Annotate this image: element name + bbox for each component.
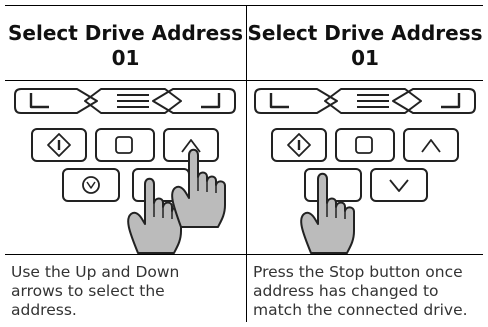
column-1-keypad-illustration xyxy=(5,81,246,254)
reset-button xyxy=(63,169,119,201)
column-1-description-line-3: address. xyxy=(11,301,243,320)
reset-icon xyxy=(83,177,99,193)
left-soft-key-icon xyxy=(31,93,49,107)
column-2-address: 01 xyxy=(351,46,379,71)
column-1-title: Select Drive Address xyxy=(8,21,243,46)
table-border-top xyxy=(5,5,483,6)
menu-icon xyxy=(357,95,389,107)
menu-icon xyxy=(117,95,149,107)
right-soft-key-button xyxy=(393,89,475,113)
up-button xyxy=(404,129,458,161)
column-1-header: Select Drive Address 01 xyxy=(5,11,246,81)
right-soft-key-icon xyxy=(201,93,219,107)
column-1-address: 01 xyxy=(112,46,140,71)
right-soft-key-icon xyxy=(441,93,459,107)
column-1-description-line-2: arrows to select the xyxy=(11,282,243,301)
column-2-header: Select Drive Address 01 xyxy=(247,11,483,81)
column-2-description-line-2: address has changed to xyxy=(253,282,483,301)
up-arrow-icon xyxy=(422,140,440,152)
stop-icon xyxy=(116,137,132,153)
column-2-description-line-3: match the connected drive. xyxy=(253,301,483,320)
down-button xyxy=(371,169,427,201)
column-2-title: Select Drive Address xyxy=(248,21,483,46)
column-2-description: Press the Stop button once address has c… xyxy=(253,263,483,325)
stop-button xyxy=(96,129,154,161)
column-2-description-line-1: Press the Stop button once xyxy=(253,263,483,282)
table-border-image xyxy=(5,254,483,255)
reset-icon-inner xyxy=(87,182,95,188)
stop-button xyxy=(336,129,394,161)
left-soft-key-icon xyxy=(271,93,289,107)
right-soft-key-button xyxy=(153,89,235,113)
instruction-table: Select Drive Address 01 Select Drive Add… xyxy=(5,5,483,322)
column-1-description: Use the Up and Down arrows to select the… xyxy=(11,263,243,325)
column-2-keypad-illustration xyxy=(247,81,483,254)
column-1-description-line-1: Use the Up and Down xyxy=(11,263,243,282)
reset-button xyxy=(305,169,361,201)
hand-pointer-icon xyxy=(301,174,354,253)
stop-icon xyxy=(356,137,372,153)
down-arrow-icon xyxy=(390,180,408,191)
